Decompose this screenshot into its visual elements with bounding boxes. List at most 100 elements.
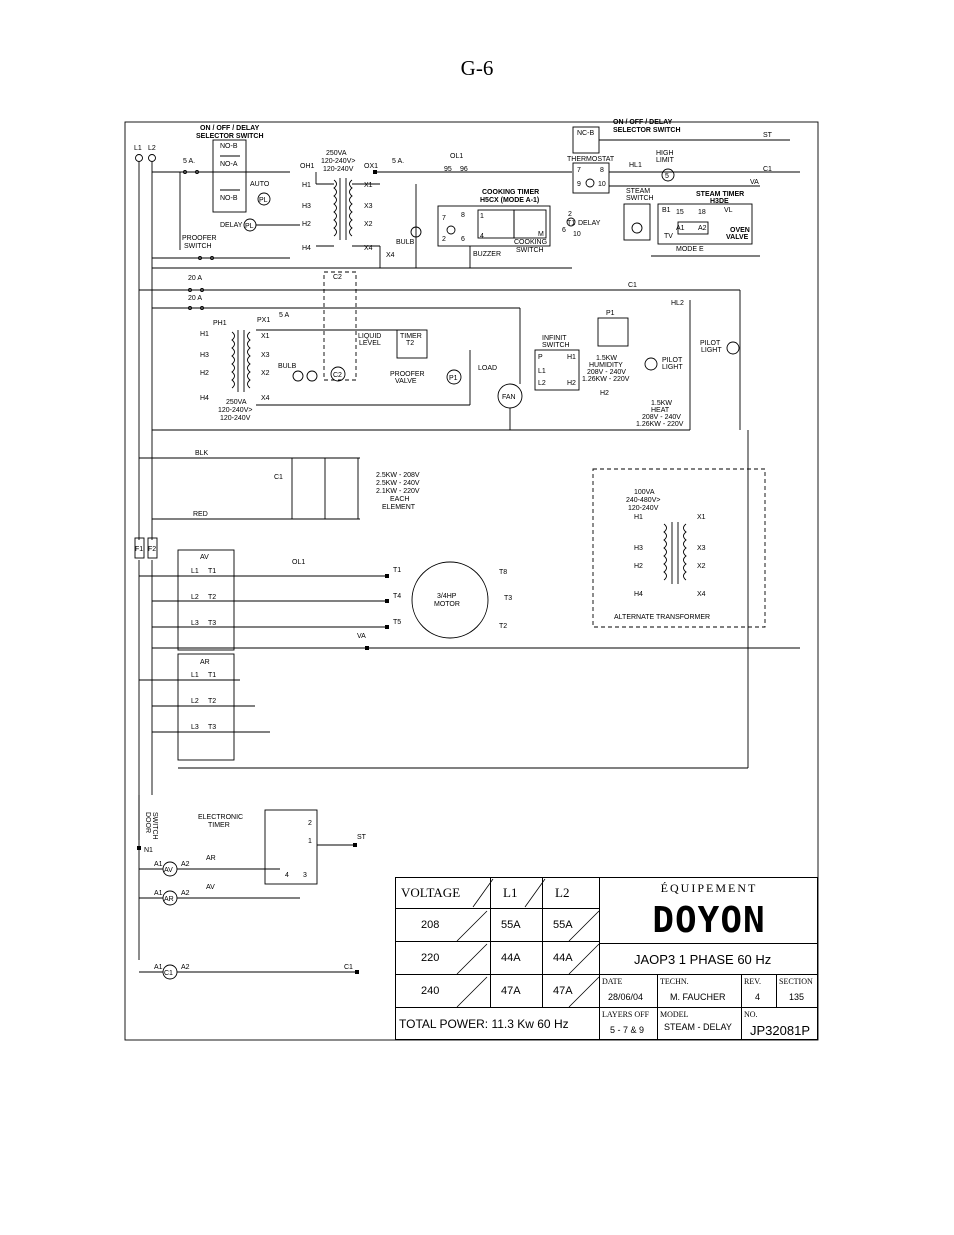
schematic-label: PROOFER bbox=[390, 371, 425, 378]
section-label: SECTION bbox=[779, 976, 813, 986]
schematic-label: H1 bbox=[634, 514, 643, 521]
schematic-label: L2 bbox=[191, 594, 199, 601]
schematic-label: FAN bbox=[502, 394, 516, 401]
schematic-label: 120-240V> bbox=[321, 158, 355, 165]
schematic-label: A1 bbox=[154, 861, 163, 868]
schematic-label: OL1 bbox=[292, 559, 305, 566]
schematic-label: NO-B bbox=[220, 143, 238, 150]
row-l1-1: 55A bbox=[491, 909, 543, 942]
schematic-label: L1 bbox=[191, 568, 199, 575]
pl-lamp-1 bbox=[257, 192, 271, 206]
schematic-label: A1 bbox=[154, 890, 163, 897]
schematic-label: X2 bbox=[261, 370, 270, 377]
schematic-label: H2 bbox=[634, 563, 643, 570]
schematic-label: X3 bbox=[261, 352, 270, 359]
schematic-label: X4 bbox=[261, 395, 270, 402]
schematic-label: TV bbox=[664, 233, 673, 240]
schematic-label: INFINIT bbox=[542, 335, 567, 342]
schematic-label: C1 bbox=[628, 282, 637, 289]
row-l1-3: 47A bbox=[491, 975, 543, 1008]
techn-label: TECHN. bbox=[658, 975, 742, 987]
schematic-label: NO-B bbox=[220, 195, 238, 202]
schematic-label: DELAY bbox=[578, 220, 601, 227]
schematic-label: 2 bbox=[568, 211, 572, 218]
schematic-label: X1 bbox=[261, 333, 270, 340]
schematic-label: L3 bbox=[191, 620, 199, 627]
alternate-transformer: 100VA 240-480V> 120-240V H1 H3 H2 H4 X1 … bbox=[592, 468, 766, 628]
l2-terminal bbox=[148, 154, 156, 162]
schematic-label: 95 bbox=[444, 166, 452, 173]
schematic-label: 18 bbox=[698, 209, 706, 216]
layers-value: 5 - 7 & 9 bbox=[600, 1020, 658, 1040]
motor bbox=[411, 561, 489, 639]
control-section: DOOR SWITCH N1 ELECTRONIC TIMER 2 1 4 3 … bbox=[137, 795, 367, 980]
schematic-label: H1 bbox=[567, 354, 576, 361]
schematic-label: EACH bbox=[390, 496, 409, 503]
pilot-light-2 bbox=[726, 341, 740, 355]
schematic-label: A1 bbox=[676, 225, 685, 232]
row-l2-2: 44A bbox=[543, 942, 600, 975]
schematic-label: 120-240V> bbox=[218, 407, 252, 414]
schematic-label: 1.5KW bbox=[596, 355, 617, 362]
schematic-label: 9 bbox=[577, 181, 581, 188]
schematic-label: H4 bbox=[302, 245, 311, 252]
schematic-label: SWITCH bbox=[626, 195, 654, 202]
schematic-label: 5 bbox=[665, 173, 669, 180]
schematic-label: 20 A bbox=[188, 275, 202, 282]
high-limit bbox=[661, 168, 675, 182]
schematic-label: H2 bbox=[200, 370, 209, 377]
schematic-label: AR bbox=[206, 855, 216, 862]
schematic-label: SWITCH bbox=[516, 247, 544, 254]
schematic-label: DELAY bbox=[220, 222, 243, 229]
schematic-label: TIMER bbox=[208, 822, 230, 829]
schematic-label: B1 bbox=[662, 207, 671, 214]
schematic-label: PROOFER bbox=[182, 235, 217, 242]
schematic-label: BLK bbox=[195, 450, 209, 457]
schematic-label: L2 bbox=[538, 380, 546, 387]
schematic-label: 1.5KW bbox=[651, 400, 672, 407]
schematic-label: ALTERNATE TRANSFORMER bbox=[614, 614, 710, 621]
schematic-label: 1.26KW - 220V bbox=[636, 421, 684, 428]
drawing-frame bbox=[124, 121, 819, 1041]
selector-switch-left bbox=[212, 139, 247, 213]
schematic-label: A2 bbox=[181, 964, 190, 971]
schematic-label: T2 bbox=[406, 340, 414, 347]
schematic-label: H3 bbox=[200, 352, 209, 359]
schematic-label: L1 bbox=[538, 368, 546, 375]
row-voltage-2: 220 bbox=[395, 942, 491, 975]
schematic-label: STEAM TIMER bbox=[696, 191, 744, 198]
row-voltage-3: 240 bbox=[395, 975, 491, 1008]
schematic-label: 10 bbox=[573, 231, 581, 238]
l2-header: L2 bbox=[543, 877, 600, 909]
schematic-label: THERMOSTAT bbox=[567, 156, 615, 163]
no-label: NO. bbox=[744, 1009, 758, 1019]
schematic-label: 1 bbox=[480, 213, 484, 220]
schematic-label: X4 bbox=[386, 252, 395, 259]
schematic-label: T5 bbox=[393, 619, 401, 626]
schematic-label: 4 bbox=[480, 233, 484, 240]
schematic-label: AR bbox=[164, 896, 174, 903]
schematic-label: ELEMENT bbox=[382, 504, 416, 511]
schematic-label: X2 bbox=[697, 563, 706, 570]
schematic-label: ON / OFF / DELAY bbox=[200, 125, 260, 132]
schematic-label: P1 bbox=[606, 310, 615, 317]
schematic-label: P1 bbox=[449, 375, 458, 382]
schematic-label: 208V - 240V bbox=[642, 414, 681, 421]
schematic-label: OVEN bbox=[730, 227, 750, 234]
schematic-label: T3 bbox=[208, 724, 216, 731]
heating-elements: BLK RED C1 2.5KW - 208V 2.5KW - 240V 2.1… bbox=[139, 450, 420, 520]
schematic-label: A1 bbox=[154, 964, 163, 971]
timer-t1 bbox=[566, 217, 576, 227]
schematic-label: M bbox=[538, 231, 544, 238]
schematic-label: F2 bbox=[148, 546, 156, 553]
schematic-label: 2.5KW - 208V bbox=[376, 472, 420, 479]
schematic-label: A2 bbox=[181, 890, 190, 897]
schematic-label: AUTO bbox=[250, 181, 270, 188]
schematic-label: T1 bbox=[208, 672, 216, 679]
capacitor-c2 bbox=[330, 366, 346, 382]
schematic-label: LIGHT bbox=[701, 347, 722, 354]
schematic-label: COOKING bbox=[514, 239, 547, 246]
top-section: ON / OFF / DELAY SELECTOR SWITCH 5 A. NO… bbox=[152, 119, 800, 269]
schematic-label: H4 bbox=[200, 395, 209, 402]
